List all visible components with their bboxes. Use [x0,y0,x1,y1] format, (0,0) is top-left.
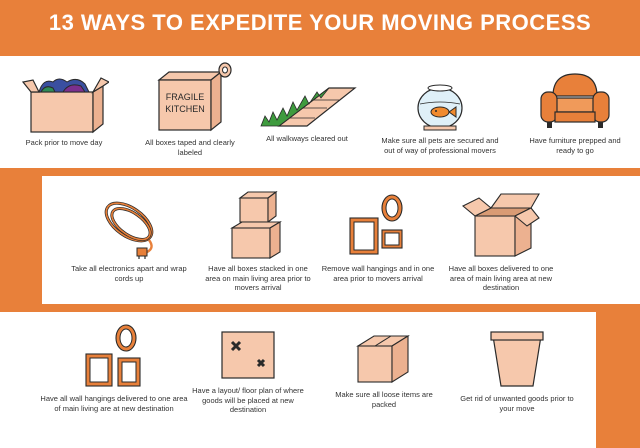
tip-electronics: Take all electronics apart and wrap cord… [64,190,194,283]
tip-label: All walkways cleared out [266,134,348,143]
tip-label: Get rid of unwanted goods prior to your … [460,394,574,413]
frames-icon [349,194,403,255]
tip-label: Remove wall hangings and in one area pri… [321,264,435,283]
tip-label: All boxes taped and clearly labeled [145,138,235,157]
tip-floor-plan: Have a layout/ floor plan of where goods… [186,328,310,415]
stacked-boxes-icon [230,190,282,259]
box-text-kitchen: KITCHEN [165,104,205,114]
floor-plan-icon [221,331,275,379]
tip-unwanted-goods: Get rid of unwanted goods prior to your … [460,330,574,413]
closed-box-icon [356,335,410,383]
cord-icon [104,201,154,259]
frames-icon [85,324,141,387]
panel-row-2: Take all electronics apart and wrap cord… [42,176,640,304]
armchair-icon [540,73,610,128]
tip-wall-hangings-delivered: Have all wall hangings delivered to one … [40,324,188,413]
open-box-with-items-icon [21,77,109,134]
trash-bin-icon [490,331,544,387]
tip-wall-hangings: Remove wall hangings and in one area pri… [320,194,436,283]
panel-row-3: Have all wall hangings delivered to one … [0,312,596,448]
fragile-kitchen-box-icon: FRAGILE KITCHEN [157,62,232,132]
tip-pack-prior: Pack prior to move day [14,72,114,148]
open-flaps-box-icon [462,193,540,257]
tip-pets: Make sure all pets are secured and out o… [380,78,500,155]
tip-boxes-delivered: Have all boxes delivered to one area of … [442,190,560,293]
box-text-fragile: FRAGILE [166,92,205,102]
fishbowl-icon [417,84,463,131]
walkway-icon [260,87,357,127]
tip-label: Have furniture prepped and ready to go [529,136,621,155]
tip-label: Have all wall hangings delivered to one … [40,394,188,413]
tip-boxes-labeled: FRAGILE KITCHEN All boxes taped and clea… [140,62,240,157]
tip-furniture: Have furniture prepped and ready to go [520,68,630,155]
tip-label: Have a layout/ floor plan of where goods… [192,386,304,414]
tip-loose-items: Make sure all loose items are packed [328,330,440,409]
page-title: 13 WAYS TO EXPEDITE YOUR MOVING PROCESS [48,10,592,35]
panel-row-1: Pack prior to move day FRAGILE KITCHEN A… [0,56,640,168]
tip-walkways: All walkways cleared out [252,78,362,144]
tip-label: Make sure all loose items are packed [335,390,433,409]
tip-label: Have all boxes delivered to one area of … [448,264,554,292]
tip-label: Have all boxes stacked in one area on ma… [205,264,311,292]
tip-label: Pack prior to move day [25,138,103,147]
tip-boxes-stacked: Have all boxes stacked in one area on ma… [202,190,314,293]
tip-label: Make sure all pets are secured and out o… [381,136,499,155]
tip-label: Take all electronics apart and wrap cord… [71,264,187,283]
